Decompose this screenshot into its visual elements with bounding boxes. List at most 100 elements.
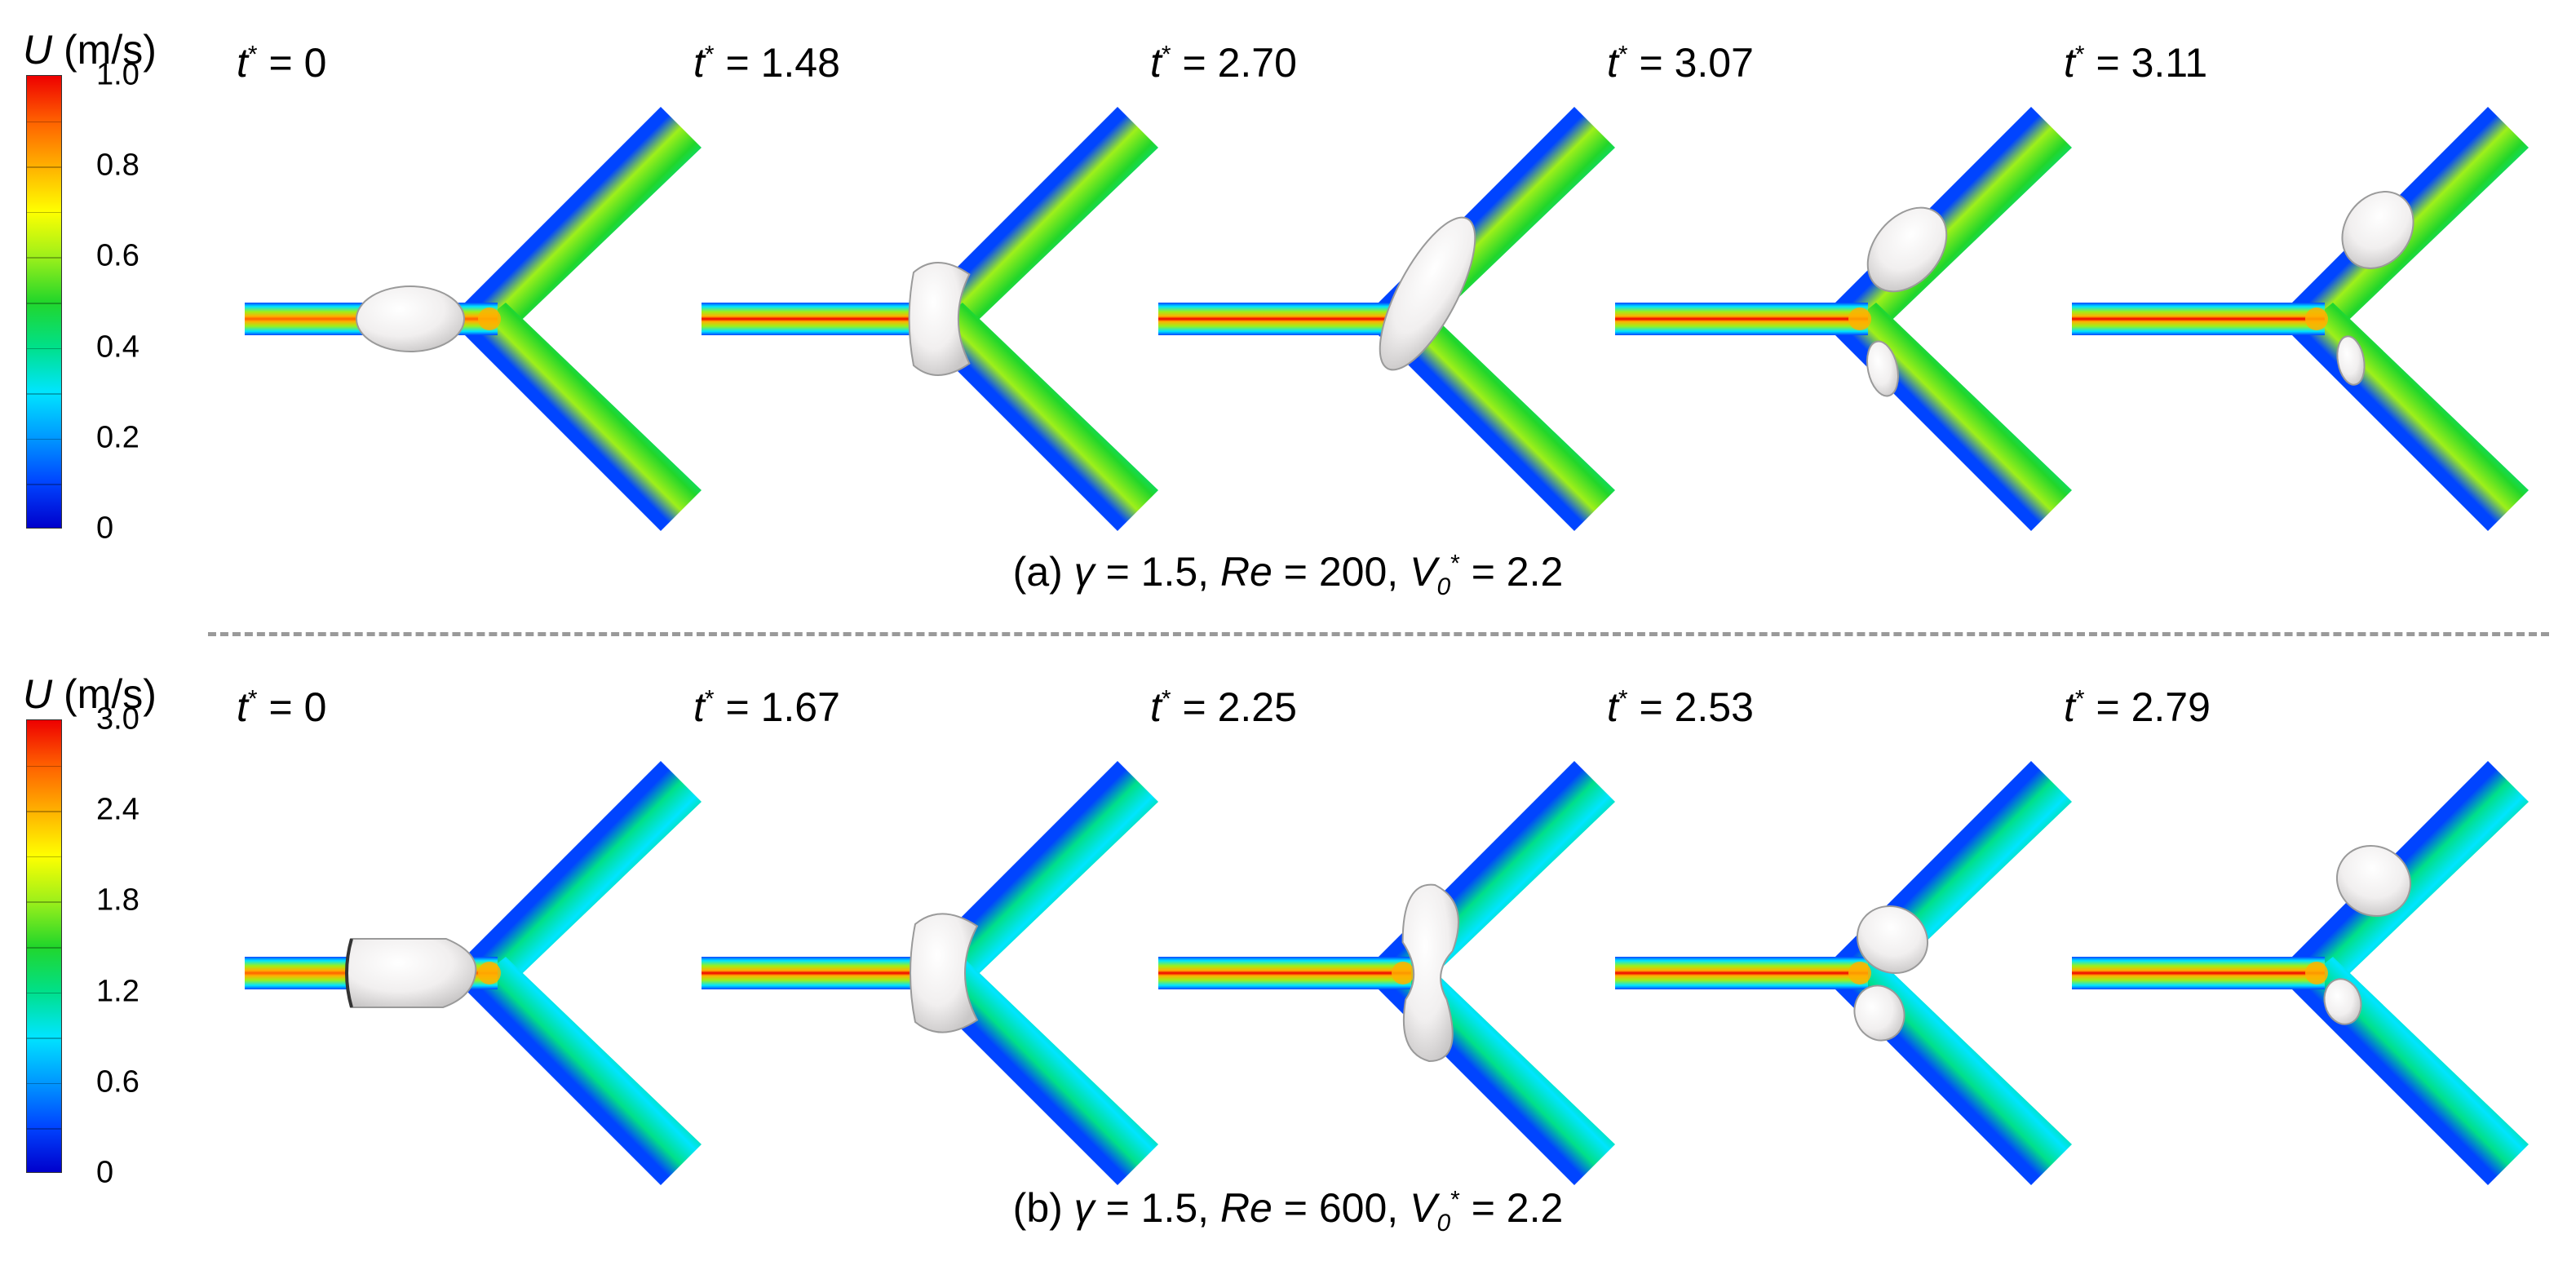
figure-row-a: U (m/s) 1.0 0.8 0.6 0.4 0.2 0 t* = 0 t* … — [23, 27, 2529, 600]
colorbar-tick-label: 0.6 — [96, 238, 139, 273]
colorbar-band-line — [27, 347, 61, 350]
colorbar — [26, 719, 62, 1173]
time-label: t* = 1.48 — [693, 40, 840, 86]
junction-hotspot — [1392, 962, 1414, 984]
junction-hotspot — [1848, 962, 1871, 984]
colorbar-tick-label: 0 — [96, 511, 114, 546]
time-label: t* = 1.67 — [693, 684, 840, 730]
colorbar-band-line — [27, 901, 61, 903]
time-label: t* = 2.79 — [2064, 684, 2211, 730]
colorbar-band-line — [27, 1038, 61, 1039]
colorbar-band-line — [27, 211, 61, 214]
colorbar-band-line — [27, 811, 61, 812]
colorbar-band-line — [27, 992, 61, 994]
flow-field — [245, 761, 702, 1185]
lower-branch — [2292, 303, 2529, 531]
time-label: t* = 2.53 — [1607, 684, 1754, 730]
main-channel — [1615, 303, 1868, 335]
flow-field — [245, 107, 702, 531]
simulation-panel: t* = 3.11 — [2064, 33, 2529, 538]
colorbar — [26, 75, 62, 529]
simulation-panel: t* = 2.70 — [1150, 33, 1615, 538]
time-label: t* = 0 — [237, 684, 327, 730]
main-channel — [1615, 957, 1868, 989]
colorbar-band-line — [27, 856, 61, 858]
flow-field — [1158, 761, 1615, 1185]
lower-branch — [1379, 303, 1615, 531]
droplet — [1866, 340, 1899, 397]
dashed-divider — [208, 632, 2549, 636]
simulation-panel: t* = 2.53 — [1607, 677, 2072, 1185]
colorbar-tick-label: 0.2 — [96, 420, 139, 455]
simulation-panel: t* = 2.25 — [1150, 677, 1615, 1185]
caption-a: (a) γ = 1.5, Re = 200, V0* = 2.2 — [1012, 549, 1564, 600]
colorbar-tick-label: 2.4 — [96, 792, 139, 827]
colorbar-tick-label: 1.2 — [96, 974, 139, 1009]
simulation-panel: t* = 2.79 — [2064, 677, 2529, 1185]
droplet — [2323, 978, 2362, 1025]
time-label: t* = 2.25 — [1150, 684, 1297, 730]
main-channel — [1158, 303, 1411, 335]
upper-branch — [922, 107, 1158, 335]
flow-field — [702, 761, 1158, 1185]
junction-hotspot — [478, 962, 501, 984]
flow-field — [2072, 761, 2529, 1185]
upper-branch — [922, 761, 1158, 989]
colorbar-band-line — [27, 257, 61, 259]
simulation-panel: t* = 0 — [237, 677, 702, 1185]
colorbar-band-line — [27, 303, 61, 304]
colorbar-tick-label: 3.0 — [96, 701, 139, 737]
legend-title: U (m/s) — [23, 671, 157, 717]
simulation-panel: t* = 3.07 — [1607, 33, 2072, 538]
droplet — [1853, 984, 1905, 1042]
droplet — [356, 285, 465, 352]
lower-branch — [922, 303, 1158, 531]
caption-b: (b) γ = 1.5, Re = 600, V0* = 2.2 — [1012, 1185, 1564, 1237]
time-label: t* = 0 — [237, 40, 327, 86]
time-label: t* = 3.07 — [1607, 40, 1754, 86]
colorbar-tick-label: 0.4 — [96, 330, 139, 365]
droplet — [908, 262, 971, 376]
droplet — [346, 938, 477, 1008]
colorbar-band-line — [27, 765, 61, 768]
legend-title: U (m/s) — [23, 27, 157, 73]
upper-branch — [1835, 107, 2072, 335]
lower-branch — [1835, 303, 2072, 531]
droplet — [2336, 335, 2366, 386]
flow-field — [1615, 107, 2072, 531]
lower-branch — [922, 957, 1158, 1185]
simulation-panel: t* = 0 — [237, 33, 702, 538]
colorbar-tick-label: 0 — [96, 1155, 114, 1190]
main-channel — [2072, 303, 2325, 335]
upper-branch — [2292, 761, 2529, 989]
time-label: t* = 3.11 — [2064, 40, 2208, 86]
main-channel — [1158, 957, 1411, 989]
droplet — [2341, 191, 2414, 269]
colorbar-band-line — [27, 166, 61, 168]
flow-field — [702, 107, 1158, 531]
simulation-panel: t* = 1.48 — [693, 33, 1158, 538]
junction-hotspot — [2305, 962, 2328, 984]
junction-hotspot — [2305, 308, 2328, 330]
colorbar-tick-label: 1.0 — [96, 57, 139, 92]
droplet — [1401, 883, 1459, 1063]
colorbar-tick-label: 0.6 — [96, 1064, 139, 1100]
time-label: t* = 2.70 — [1150, 40, 1297, 86]
colorbar-band-line — [27, 947, 61, 949]
figure-row-b: U (m/s) 3.0 2.4 1.8 1.2 0.6 0 t* = 0 t* … — [0, 644, 2576, 1261]
droplet — [2335, 844, 2412, 918]
colorbar-tick-label: 0.8 — [96, 148, 139, 183]
flow-field — [1158, 107, 1615, 531]
simulation-panel: t* = 1.67 — [693, 677, 1158, 1185]
upper-branch — [465, 107, 702, 335]
flow-field — [2072, 107, 2529, 531]
colorbar-band-line — [27, 438, 61, 440]
main-channel — [2072, 957, 2325, 989]
droplet — [1856, 905, 1929, 975]
colorbar-tick-label: 1.8 — [96, 883, 139, 918]
droplet — [1379, 216, 1476, 371]
droplet — [910, 913, 979, 1033]
junction-hotspot — [1848, 308, 1871, 330]
junction-hotspot — [478, 308, 501, 330]
colorbar-band-line — [27, 1082, 61, 1085]
